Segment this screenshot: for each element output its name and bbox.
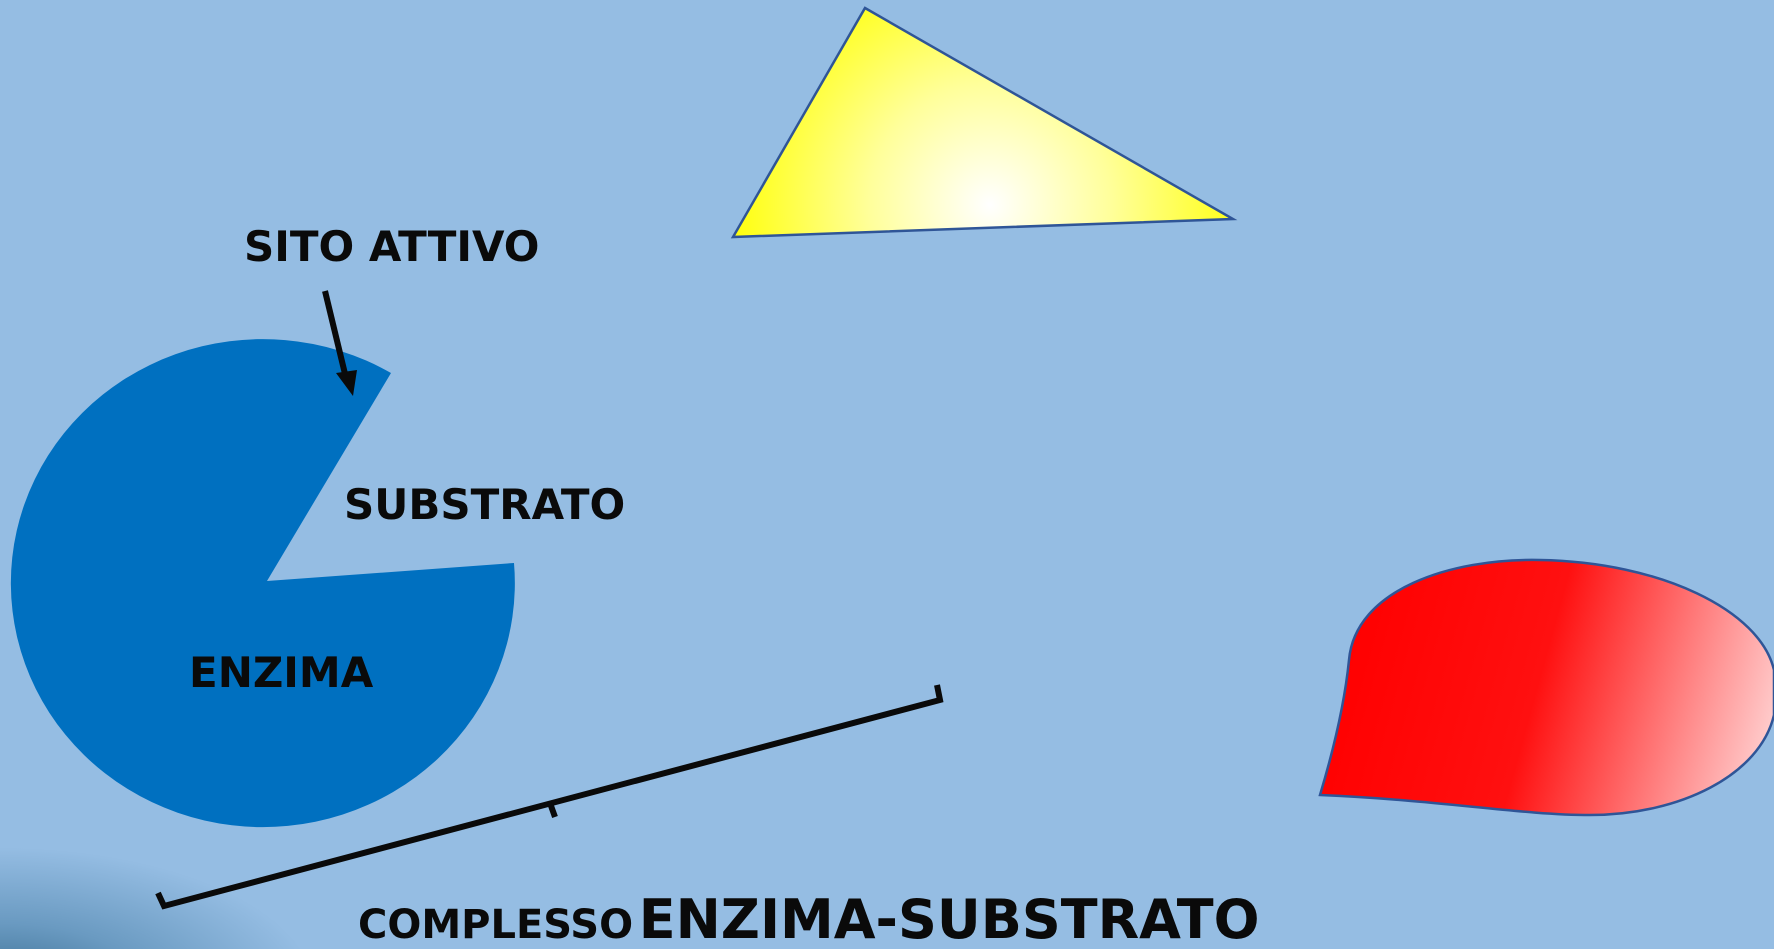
active-site-label: SITO ATTIVO: [244, 222, 540, 271]
active-site-arrow-head: [336, 370, 357, 396]
active-site-arrow-shaft: [322, 290, 349, 379]
enzyme-shape: [10, 339, 515, 828]
complex-caption-main: ENZIMA-SUBSTRATO: [638, 888, 1260, 949]
substrate-triangle: [730, 6, 1238, 239]
complex-caption: COMPLESSO ENZIMA-SUBSTRATO: [358, 893, 1260, 947]
complex-caption-prefix: COMPLESSO: [358, 902, 634, 948]
substrate-label: SUBSTRATO: [344, 480, 626, 529]
complex-bracket-tick: [547, 801, 558, 819]
enzyme-label: ENZIMA: [189, 648, 374, 697]
red-shape: [1318, 558, 1774, 817]
